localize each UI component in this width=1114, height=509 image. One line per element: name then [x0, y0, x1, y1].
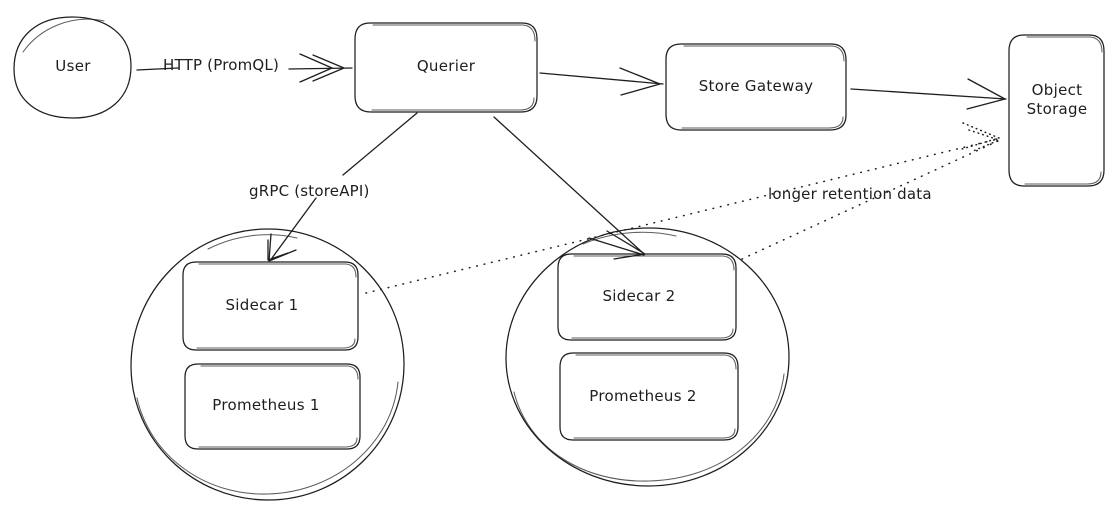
edge-sidecar-1-to-object-storage: [365, 122, 1002, 294]
node-object-storage[interactable]: [1008, 34, 1105, 187]
node-sidecar-2[interactable]: [557, 253, 737, 341]
edge-querier-to-sidecar-2: [493, 116, 646, 260]
node-user[interactable]: [13, 16, 132, 119]
edge-user-to-querier: [136, 53, 353, 83]
edge-querier-to-sidecar-1: [267, 112, 418, 262]
node-prometheus-1[interactable]: [184, 363, 361, 450]
node-prometheus-2[interactable]: [559, 352, 739, 441]
node-querier[interactable]: [354, 22, 538, 113]
node-store-gateway[interactable]: [665, 43, 847, 131]
edge-querier-to-gateway: [539, 67, 664, 96]
node-sidecar-1[interactable]: [182, 261, 359, 351]
edge-sidecar-2-to-object-storage: [741, 129, 1002, 260]
edge-gateway-to-object-storage: [850, 78, 1007, 110]
